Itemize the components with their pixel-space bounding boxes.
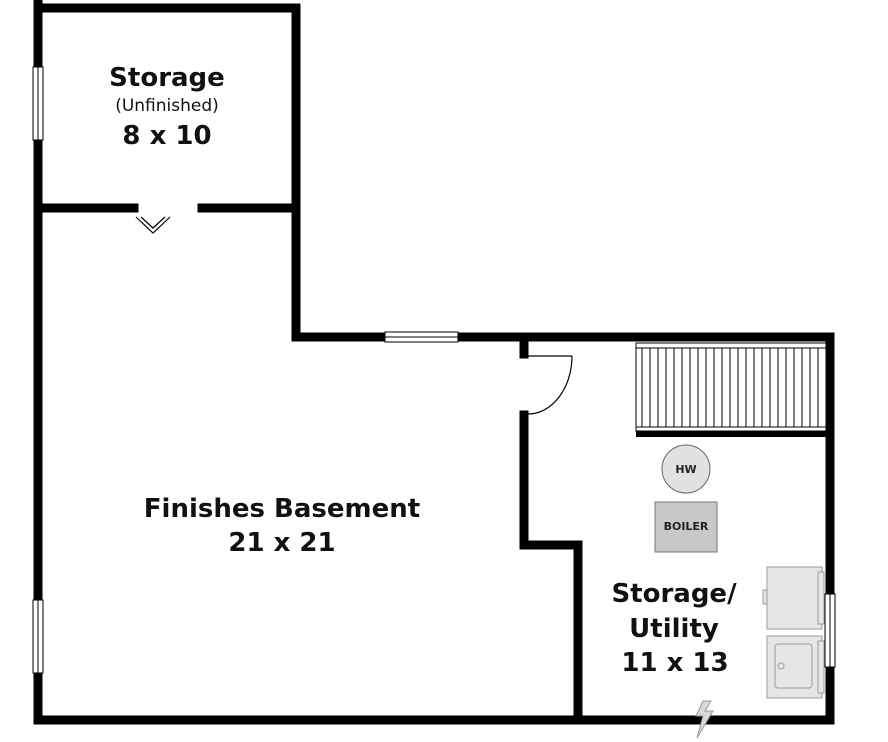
room-storage-name: Storage [109, 63, 225, 93]
window-basement-left [32, 599, 44, 674]
room-basement-name: Finishes Basement [144, 494, 420, 524]
room-utility-name-line1: Storage/ [611, 579, 737, 609]
room-utility-size: 11 x 13 [621, 648, 728, 678]
windows [32, 66, 836, 674]
dryer [766, 635, 825, 699]
room-basement-size: 21 x 21 [228, 528, 335, 558]
room-utility-name-line2: Utility [629, 614, 719, 644]
stairs [635, 342, 830, 437]
room-storage-note: (Unfinished) [115, 96, 219, 116]
room-utility: Storage/ Utility 11 x 13 [611, 579, 737, 678]
water-heater-label: HW [675, 463, 696, 476]
room-storage: Storage (Unfinished) 8 x 10 [109, 63, 225, 151]
door-swing-arc [527, 355, 573, 415]
utility-door [527, 355, 573, 415]
room-basement: Finishes Basement 21 x 21 [144, 494, 420, 558]
boiler: BOILER [654, 501, 718, 553]
window-top [384, 331, 459, 343]
room-storage-size: 8 x 10 [122, 121, 211, 151]
washer [762, 566, 825, 630]
window-storage-left [32, 66, 44, 141]
window-utility-right [824, 593, 836, 668]
boiler-label: BOILER [664, 520, 709, 533]
chevron-down-icon [135, 216, 171, 234]
water-heater: HW [661, 444, 711, 494]
lightning-bolt-icon [695, 700, 714, 739]
